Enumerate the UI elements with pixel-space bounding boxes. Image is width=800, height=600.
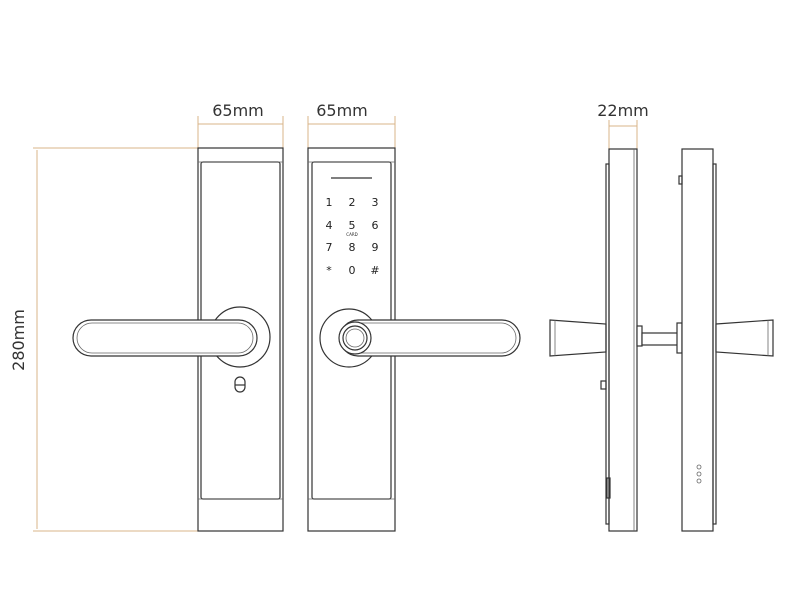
key-7[interactable]: 7 [326,241,333,254]
keyhole-icon [234,376,246,393]
back-width-label: 65mm [212,101,264,120]
key-star[interactable]: * [326,264,332,277]
key-9[interactable]: 9 [372,241,379,254]
key-8[interactable]: 8 [349,241,356,254]
key-hash[interactable]: # [370,264,379,277]
indicator-dot [696,478,702,484]
key-4[interactable]: 4 [326,219,333,232]
keypad: 1 2 3 4 5 6 CARD 7 8 9 * 0 # [326,196,380,277]
key-1[interactable]: 1 [326,196,333,209]
key-3[interactable]: 3 [372,196,379,209]
card-label: CARD [346,232,357,237]
key-0[interactable]: 0 [349,264,356,277]
front-panel-view: 65mm 1 2 3 4 5 6 CARD 7 8 9 * 0 # [307,101,521,532]
height-dimension: 280mm [9,147,205,532]
key-6[interactable]: 6 [372,219,379,232]
back-panel-view: 65mm [72,101,284,532]
side-view: 22mm [549,101,774,532]
front-width-label: 65mm [316,101,368,120]
back-lever-handle [72,319,258,357]
indicator-dot [696,464,702,470]
fingerprint-sensor-icon [342,325,368,351]
height-label: 280mm [9,309,28,371]
thickness-label: 22mm [597,101,649,120]
indicator-dot [696,471,702,477]
key-5[interactable]: 5 [349,219,356,232]
key-2[interactable]: 2 [349,196,356,209]
